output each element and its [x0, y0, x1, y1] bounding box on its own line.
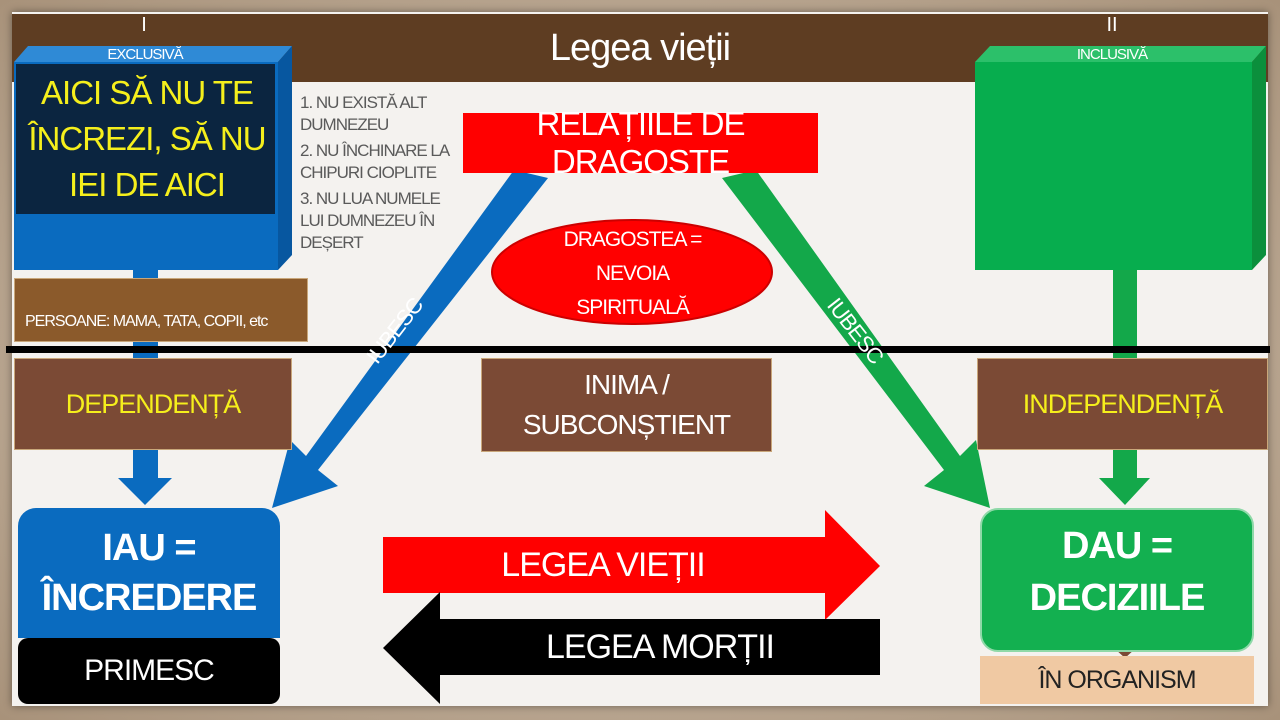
inclusive-label: INCLUSIVĂ — [1076, 46, 1148, 63]
commandment-3: 3. NU LUA NUMELE LUI DUMNEZEU ÎN DEȘERT — [300, 189, 441, 252]
right-number: II — [1106, 14, 1118, 36]
blue-diagonal-arrow — [272, 170, 548, 508]
persons-text: PERSOANE: MAMA, TATA, COPII, etc — [25, 313, 268, 330]
green-diagonal-arrow — [722, 170, 990, 508]
exclusive-label: EXCLUSIVĂ — [107, 46, 183, 63]
love-need-ellipse — [491, 219, 773, 325]
green-box-front — [975, 62, 1252, 270]
commandment-1: 1. NU EXISTĂ ALT DUMNEZEU — [300, 93, 427, 134]
law-of-life-arrow — [383, 510, 880, 620]
left-number: I — [141, 14, 147, 36]
dependence-text: DEPENDENȚĂ — [65, 388, 242, 419]
persons-box: PERSOANE: MAMA, TATA, COPII, etc — [14, 278, 308, 342]
independence-box: INDEPENDENȚĂ — [977, 358, 1268, 450]
blue-box-top — [14, 46, 292, 62]
warning-text: AICI SĂ NU TE ÎNCREZI, SĂ NU IEI DE AICI — [28, 74, 266, 203]
heart-box: INIMA / SUBCONȘTIENT — [481, 358, 772, 452]
relations-text: RELAȚIILE DE DRAGOSTE — [536, 105, 745, 180]
give-box: DAU = DECIZIILE — [980, 508, 1254, 652]
commandment-2: 2. NU ÎNCHINARE LA CHIPURI CIOPLITE — [300, 141, 449, 182]
heart-text: INIMA / SUBCONȘTIENT — [522, 369, 731, 440]
green-box-side — [1252, 46, 1266, 270]
love-need-text: DRAGOSTEA = NEVOIA SPIRITUALĂ — [563, 228, 703, 319]
relations-box: RELAȚIILE DE DRAGOSTE — [463, 105, 818, 180]
law-of-life-text: LEGEA VIEȚII — [501, 545, 705, 584]
dependence-box: DEPENDENȚĂ — [14, 358, 292, 450]
organism-text: ÎN ORGANISM — [1038, 665, 1196, 694]
give-text: DAU = DECIZIILE — [1029, 525, 1206, 619]
blue-box-side — [278, 46, 292, 270]
commandments-faint-text: 1. NU EXISTĂ ALT DUMNEZEU 2. NU ÎNCHINAR… — [300, 92, 458, 254]
take-box: IAU = ÎNCREDERE — [18, 508, 280, 638]
law-of-death-arrow — [383, 592, 880, 704]
green-box-top — [975, 46, 1266, 62]
take-text: IAU = ÎNCREDERE — [41, 527, 258, 619]
divider-line — [6, 346, 1270, 353]
title: Legea vieții — [549, 26, 731, 69]
blue-box-dark-panel — [16, 64, 275, 214]
receive-box: PRIMESC — [18, 638, 280, 704]
organism-box: ÎN ORGANISM — [980, 656, 1254, 704]
independence-text: INDEPENDENȚĂ — [1022, 388, 1224, 419]
receive-text: PRIMESC — [84, 654, 215, 687]
law-of-death-text: LEGEA MORȚII — [546, 627, 775, 666]
